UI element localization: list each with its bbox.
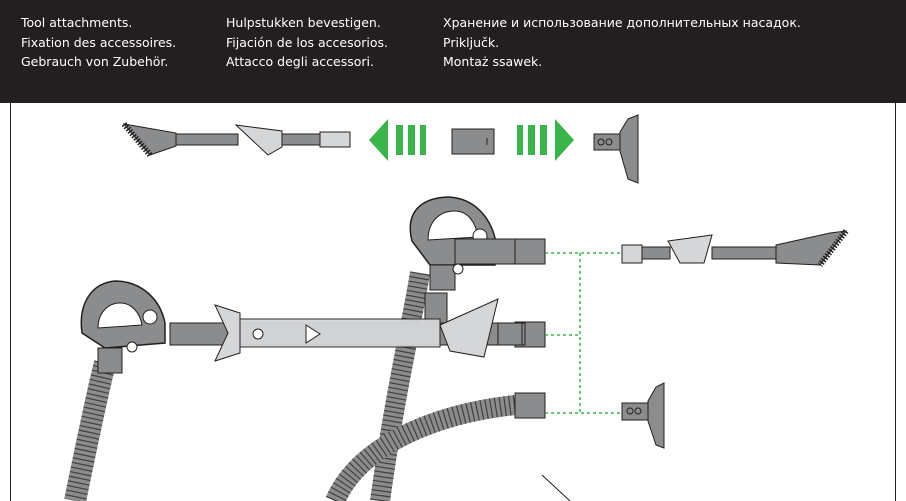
header-column-1: Tool attachments. Fixation des accessoir… [21, 13, 176, 72]
combination-tool-icon [621, 229, 849, 267]
caption-en: Tool attachments. [21, 15, 133, 30]
illustration-frame [10, 103, 896, 501]
assembly-illustration [64, 114, 849, 501]
caption-de: Gebrauch von Zubehör. [21, 54, 169, 69]
header-column-2: Hulpstukken bevestigen. Fijación de los … [226, 13, 388, 72]
green-arrow-right-icon [517, 119, 574, 161]
caption-nl: Hulpstukken bevestigen. [226, 15, 381, 30]
caption-ru: Хранение и использование дополнительных … [443, 15, 801, 30]
extension-wand-icon [169, 298, 526, 362]
connector-lines [545, 252, 620, 414]
callout-line [541, 474, 571, 501]
hose-icon [64, 360, 116, 501]
handle-icon [80, 280, 166, 374]
handle-icon [409, 196, 546, 324]
instruction-header: Tool attachments. Fixation des accessoir… [0, 0, 906, 103]
caption-es: Fijación de los accesorios. [226, 34, 388, 50]
green-arrow-left-icon [369, 119, 426, 161]
stair-tool-icon [621, 382, 665, 449]
hose-icon [325, 271, 517, 501]
stair-tool-icon [593, 114, 639, 184]
header-column-3: Хранение и использование дополнительных … [443, 13, 801, 72]
tool-adapter-icon [451, 128, 495, 155]
combination-tool-icon [121, 122, 351, 157]
caption-fr: Fixation des accessoires. [21, 34, 177, 50]
caption-it: Attacco degli accessori. [226, 54, 374, 69]
caption-pl: Montaż ssawek. [443, 54, 543, 69]
caption-hr: Priključk. [443, 34, 500, 50]
